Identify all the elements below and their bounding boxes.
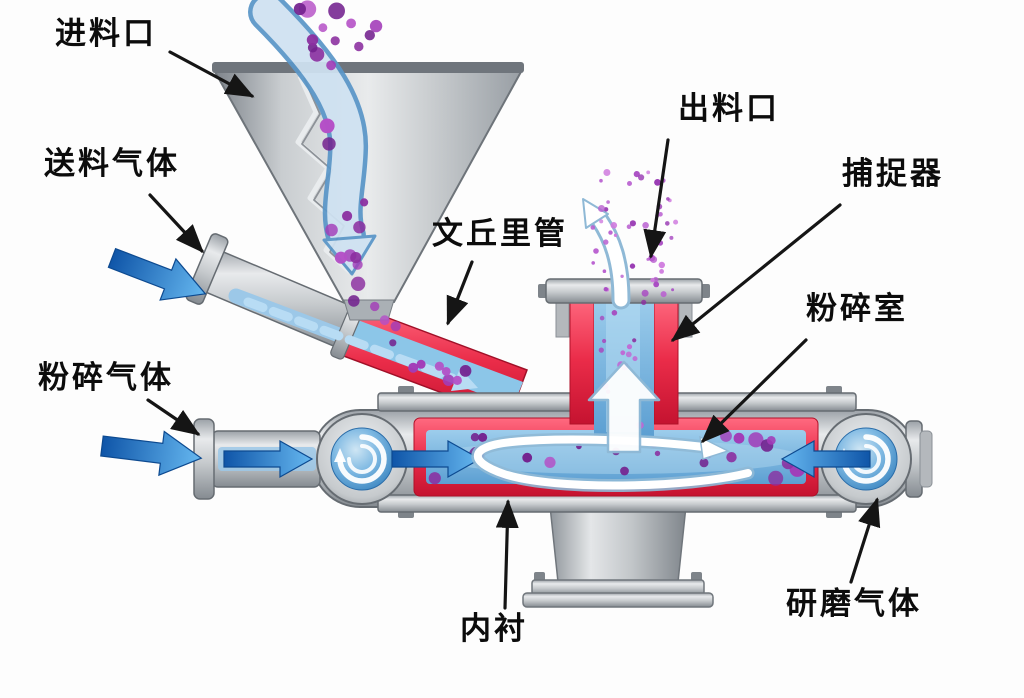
label-crushing-chamber: 粉碎室 xyxy=(806,291,908,326)
pointer-outlet xyxy=(643,138,670,259)
pedestal xyxy=(522,505,714,608)
label-feeding-gas: 送料气体 xyxy=(44,146,180,181)
pointer-grinding-gas xyxy=(849,497,881,584)
label-outlet: 出料口 xyxy=(678,91,780,126)
label-grinding-gas: 研磨气体 xyxy=(786,586,922,621)
pointer-feed-inlet xyxy=(168,50,255,98)
outlet-flow-arrow xyxy=(582,198,631,310)
label-feed-inlet: 进料口 xyxy=(55,16,157,51)
pointer-crushing-gas xyxy=(146,398,201,436)
venturi-particles xyxy=(389,339,472,386)
pointer-catcher xyxy=(670,203,842,342)
venturi-tube xyxy=(243,297,528,419)
label-liner: 内衬 xyxy=(460,611,528,646)
label-crushing-gas: 粉碎气体 xyxy=(38,360,174,395)
feed-particles xyxy=(293,0,401,332)
right-jet-arrow xyxy=(780,439,871,479)
crushing-gas-arrow xyxy=(100,430,203,477)
feeding-gas-arrow xyxy=(107,247,207,301)
label-catcher: 捕捉器 xyxy=(842,156,944,191)
label-venturi-tube: 文丘里管 xyxy=(432,216,568,251)
feed-flow-arrow xyxy=(248,0,377,276)
pipe-jet-arrow xyxy=(223,439,314,479)
left-nozzle-ball xyxy=(316,413,408,505)
pointer-liner xyxy=(495,499,519,610)
pointer-venturi xyxy=(446,260,474,326)
left-jet-arrow xyxy=(391,439,482,479)
pointer-feeding-gas xyxy=(148,193,204,254)
updraft-arrow xyxy=(587,360,661,454)
pointer-arrows xyxy=(146,50,881,610)
pointer-chamber xyxy=(700,338,808,444)
